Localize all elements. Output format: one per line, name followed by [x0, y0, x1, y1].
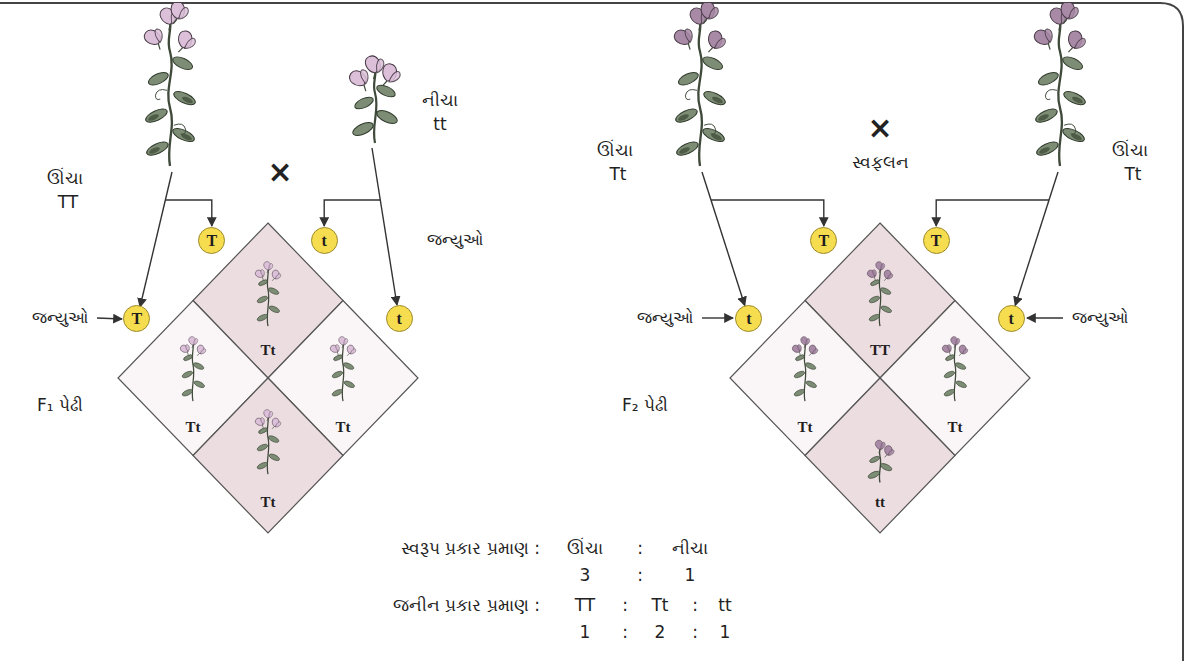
phenotype-label: ઊંચા [597, 140, 633, 160]
generation-label: F₂ પેઢી [622, 395, 668, 415]
gamete-label: જન્યુઓ [32, 308, 88, 327]
gamete-circle: t [386, 305, 413, 332]
gamete-circle: T [810, 227, 837, 254]
short-plant [347, 55, 403, 143]
gamete-circle: t [311, 227, 338, 254]
cross-symbol: × [267, 154, 292, 190]
ratio-colon: : [692, 622, 698, 642]
offspring-plants [179, 262, 357, 474]
cross-symbol: × [867, 110, 892, 146]
genotype-label: Tt [1124, 164, 1141, 184]
ratio-colon: : [622, 622, 628, 642]
punnett-cell: Tt [944, 417, 967, 438]
genotype-text: Tt [336, 419, 351, 436]
punnett-cell: tt [871, 492, 889, 513]
genotype-text: Tt [186, 419, 201, 436]
ratio-heading: જનીન પ્રકાર પ્રમાણ : [393, 595, 540, 615]
punnett-cell: Tt [257, 340, 280, 361]
offspring-plants [791, 262, 969, 483]
punnett-cell: Tt [182, 417, 205, 438]
genotype-text: Tt [261, 342, 276, 359]
genotype-label: Tt [609, 164, 626, 184]
genotype-text: Tt [948, 419, 963, 436]
allele-letter: t [322, 232, 327, 250]
tall-plant [142, 0, 198, 166]
gamete-label: જન્યુઓ [637, 308, 693, 327]
ratio-value: Tt [651, 595, 668, 615]
gamete-circle: t [998, 305, 1025, 332]
phenotype-label: ઊંચા [1112, 140, 1148, 160]
tall-plant [672, 0, 728, 166]
gamete-circle: T [123, 305, 150, 332]
ratio-value: નીચા [672, 538, 708, 558]
process-label: સ્વફલન [852, 152, 909, 172]
punnett-cell: TT [866, 340, 894, 361]
ratio-value: 2 [655, 622, 666, 642]
gamete-circle: T [198, 227, 225, 254]
ratio-value: tt [718, 595, 731, 615]
allele-letter: T [131, 310, 142, 328]
tall-plant [1032, 0, 1088, 166]
gamete-label: જન્યુઓ [1072, 308, 1128, 327]
ratio-value: 1 [580, 622, 591, 642]
allele-letter: t [746, 310, 751, 328]
phenotype-label: નીચા [422, 90, 458, 110]
generation-label: F₁ પેઢી [37, 395, 83, 415]
ratio-value: 3 [580, 565, 591, 585]
ratio-colon: : [637, 538, 643, 558]
ratio-value: TT [575, 595, 595, 615]
allele-letter: t [397, 310, 402, 328]
ratio-colon: : [637, 565, 643, 585]
allele-letter: T [931, 232, 942, 250]
ratio-value: ઊંચા [567, 538, 603, 558]
allele-letter: T [818, 232, 829, 250]
genotype-text: Tt [798, 419, 813, 436]
genotype-label: TT [58, 192, 78, 212]
gamete-label: જન્યુઓ [427, 230, 483, 249]
phenotype-label: ઊંચા [47, 168, 83, 188]
punnett-cell: Tt [257, 492, 280, 513]
gamete-circle: T [923, 227, 950, 254]
ratio-colon: : [692, 595, 698, 615]
ratio-heading: સ્વરૂપ પ્રકાર પ્રમાણ : [401, 538, 540, 558]
ratio-colon: : [622, 595, 628, 615]
page-frame [0, 3, 1183, 661]
ratio-value: 1 [720, 622, 731, 642]
ratio-value: 1 [685, 565, 696, 585]
genotype-text: TT [870, 342, 890, 359]
genotype-label: tt [433, 114, 446, 134]
allele-letter: t [1009, 310, 1014, 328]
punnett-cell: Tt [794, 417, 817, 438]
allele-letter: T [206, 232, 217, 250]
gamete-circle: t [735, 305, 762, 332]
genotype-text: Tt [261, 494, 276, 511]
punnett-cell: Tt [332, 417, 355, 438]
genotype-text: tt [875, 494, 885, 511]
punnett-square [118, 223, 1030, 533]
